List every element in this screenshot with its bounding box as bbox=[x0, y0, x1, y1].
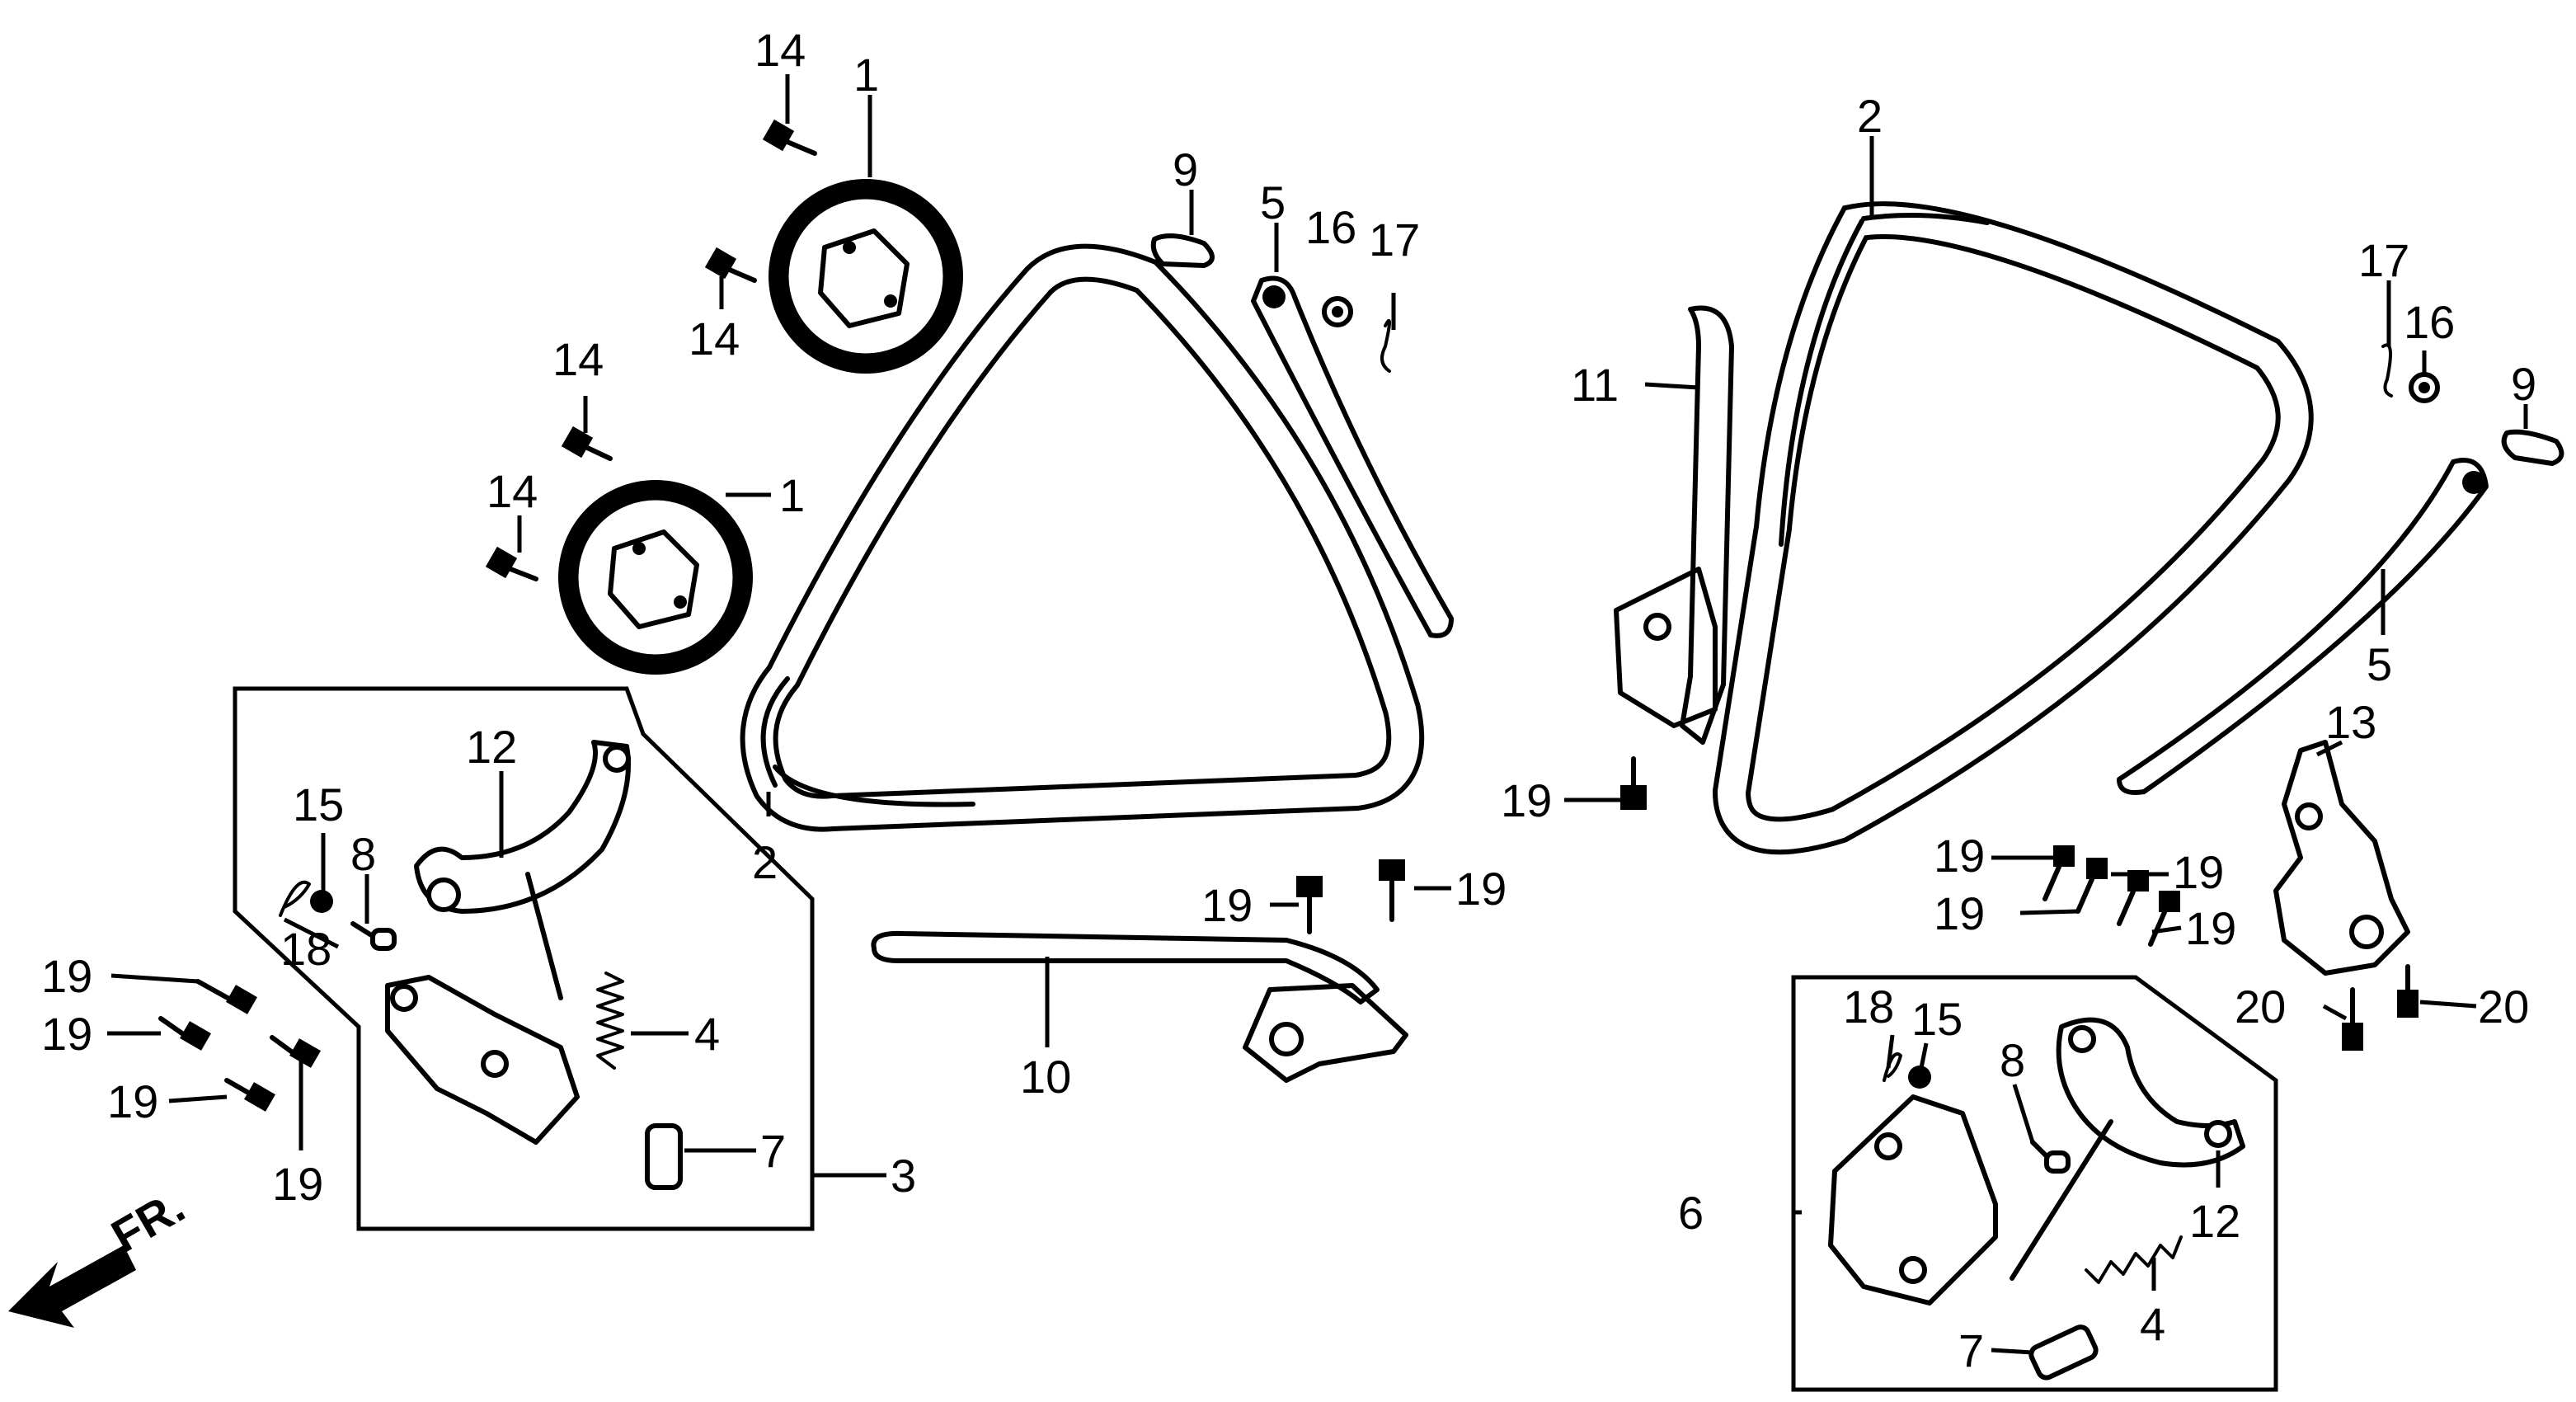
callout-19: 19 bbox=[1934, 887, 1985, 939]
callout-5: 5 bbox=[2367, 638, 2392, 690]
clip-17-left bbox=[1380, 319, 1391, 373]
callout-19: 19 bbox=[107, 1075, 158, 1127]
tensioner-holder-13 bbox=[2273, 740, 2410, 976]
callout-8: 8 bbox=[2000, 1034, 2025, 1086]
chain-guide-lower bbox=[871, 930, 1408, 1083]
callout-19: 19 bbox=[1455, 863, 1507, 915]
tensioner-body-right bbox=[1828, 1094, 1998, 1306]
callout-15: 15 bbox=[1911, 993, 1963, 1045]
clip-18-left bbox=[279, 880, 311, 917]
tensioner-assembly-right-outline bbox=[1791, 975, 2278, 1392]
cam-chain-left bbox=[740, 243, 1425, 832]
leader-lines bbox=[107, 74, 2528, 1355]
tensioner-arm-12-left bbox=[414, 740, 631, 914]
callout-20: 20 bbox=[2478, 981, 2529, 1033]
bolt-20-pair bbox=[2342, 964, 2419, 1051]
spacer-7-right bbox=[2028, 1324, 2099, 1381]
callout-2: 2 bbox=[1857, 90, 1883, 142]
callout-1: 1 bbox=[779, 469, 805, 521]
bolt-19-lower-guide bbox=[1296, 859, 1405, 934]
callout-19: 19 bbox=[2185, 902, 2236, 954]
callout-10: 10 bbox=[1020, 1051, 1071, 1103]
bolt-19-right-group bbox=[2042, 845, 2180, 947]
callout-16: 16 bbox=[1305, 201, 1356, 253]
callout-19: 19 bbox=[1501, 774, 1552, 826]
bolt-19-left-group bbox=[158, 979, 321, 1112]
bolt-9-right bbox=[2501, 429, 2564, 466]
callout-3: 3 bbox=[891, 1150, 916, 1202]
callout-17: 17 bbox=[1369, 214, 1420, 266]
tensioner-arm-12-right bbox=[2056, 1017, 2245, 1168]
chain-guide-right bbox=[2117, 458, 2489, 795]
washer-16-left bbox=[1322, 296, 1353, 327]
cam-sprocket-upper bbox=[769, 179, 963, 374]
callout-14: 14 bbox=[689, 313, 740, 365]
callout-9: 9 bbox=[2511, 358, 2536, 410]
bolt-9-left bbox=[1150, 233, 1215, 268]
callout-19: 19 bbox=[1201, 879, 1253, 931]
callout-20: 20 bbox=[2235, 981, 2286, 1033]
bolt-14 bbox=[485, 119, 817, 581]
chain-guide-left bbox=[1251, 275, 1454, 638]
callout-6: 6 bbox=[1678, 1187, 1704, 1239]
callout-7: 7 bbox=[1958, 1324, 1984, 1376]
tensioner-pushrod-right bbox=[2010, 1119, 2113, 1281]
bolt-19-guide-11 bbox=[1620, 756, 1647, 810]
callout-11: 11 bbox=[1571, 359, 1619, 411]
washer-16-right bbox=[2409, 372, 2440, 403]
tensioner-assembly-left-outline bbox=[233, 686, 815, 1231]
cam-sprocket-lower bbox=[558, 480, 753, 675]
callout-19: 19 bbox=[272, 1158, 323, 1210]
washer-15-right bbox=[1908, 1066, 1931, 1089]
spring-4-left bbox=[596, 972, 624, 1070]
callout-12: 12 bbox=[466, 721, 517, 773]
callout-4: 4 bbox=[694, 1008, 720, 1060]
front-direction-arrow: FR. bbox=[8, 1180, 193, 1328]
callout-13: 13 bbox=[2325, 696, 2376, 748]
spacer-7-left bbox=[645, 1123, 683, 1190]
tensioner-body-left bbox=[385, 975, 580, 1145]
pin-8-right bbox=[2030, 1140, 2071, 1174]
callout-1: 1 bbox=[853, 49, 879, 101]
callout-12: 12 bbox=[2189, 1195, 2240, 1247]
washer-15-left bbox=[310, 890, 333, 913]
callout-labels: 14 1 14 14 14 1 2 9 5 16 17 10 19 19 12 … bbox=[41, 24, 2536, 1376]
callout-9: 9 bbox=[1173, 143, 1198, 195]
callout-19: 19 bbox=[2173, 846, 2224, 898]
callout-8: 8 bbox=[350, 828, 376, 880]
chain-guide-11 bbox=[1614, 305, 1734, 745]
callout-14: 14 bbox=[552, 333, 604, 385]
callout-2: 2 bbox=[752, 836, 778, 888]
cam-chain-right bbox=[1712, 201, 2314, 855]
callout-19: 19 bbox=[41, 950, 92, 1002]
callout-15: 15 bbox=[293, 779, 344, 830]
callout-17: 17 bbox=[2358, 234, 2409, 286]
tensioner-pushrod-left bbox=[525, 872, 563, 1000]
pin-8-left bbox=[350, 921, 397, 951]
spring-4-right bbox=[2085, 1235, 2183, 1284]
callout-18: 18 bbox=[280, 923, 331, 975]
callout-5: 5 bbox=[1260, 176, 1286, 228]
clip-17-right bbox=[2381, 343, 2393, 398]
callout-14: 14 bbox=[754, 24, 806, 76]
callout-14: 14 bbox=[487, 465, 538, 517]
callout-18: 18 bbox=[1843, 981, 1894, 1033]
callout-4: 4 bbox=[2140, 1298, 2165, 1350]
callout-19: 19 bbox=[41, 1008, 92, 1060]
callout-7: 7 bbox=[760, 1125, 786, 1177]
callout-16: 16 bbox=[2404, 296, 2455, 348]
callout-19: 19 bbox=[1934, 830, 1985, 882]
